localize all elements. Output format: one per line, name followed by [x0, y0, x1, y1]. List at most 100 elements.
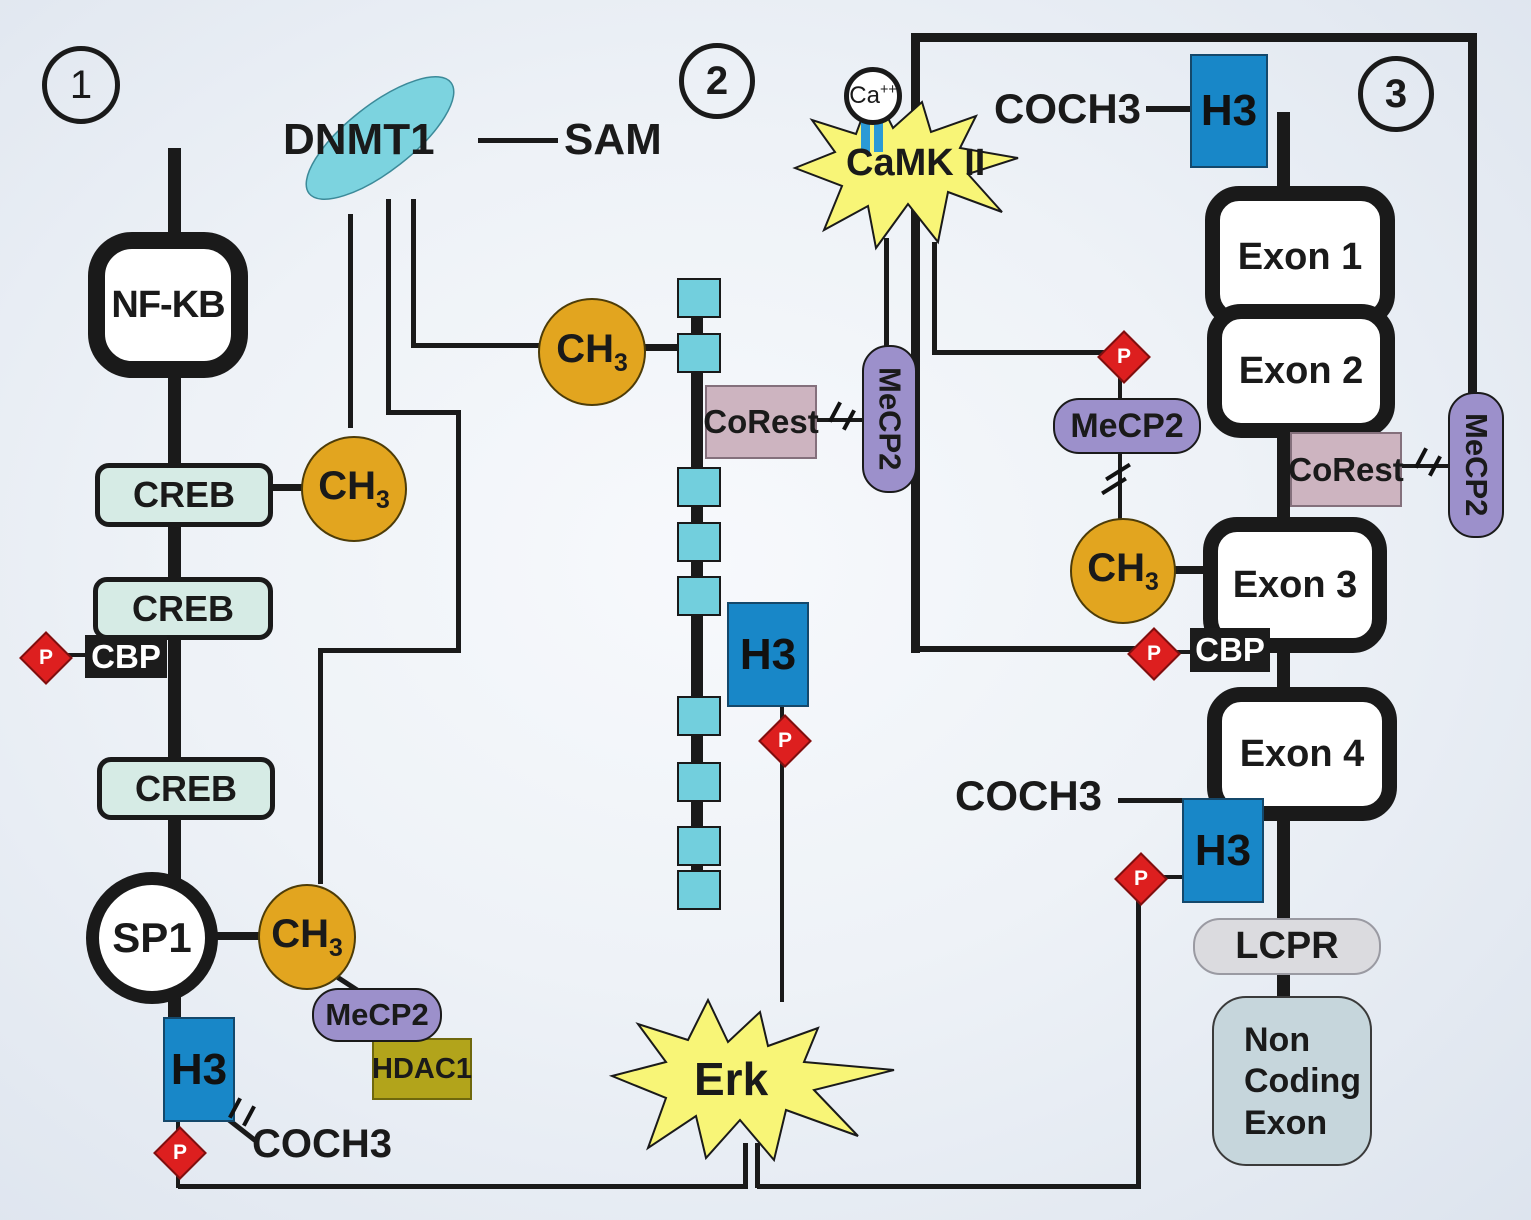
- connector-line: [263, 484, 305, 491]
- ch3-label: CH3: [1087, 545, 1159, 596]
- creb-label: CREB: [134, 767, 237, 809]
- connector-line: [780, 703, 784, 723]
- mecp2-label: MeCP2: [1070, 406, 1184, 445]
- mecp2-box-right: MeCP2: [1448, 392, 1504, 538]
- non-coding-label: Non Coding Exon: [1244, 1021, 1362, 1142]
- creb-box-3: CREB: [97, 757, 275, 820]
- dnmt1-line-a: [348, 214, 353, 428]
- connector-line: [56, 653, 86, 657]
- h3-label: H3: [739, 629, 797, 679]
- connector-line: [478, 138, 558, 143]
- dna-square: [677, 762, 721, 802]
- exon2-box: Exon 2: [1207, 304, 1395, 438]
- phospho-icon: P: [153, 1126, 207, 1180]
- sam-label: SAM: [564, 115, 662, 164]
- connector-line: [1136, 894, 1141, 1188]
- coch3-label-1: COCH3: [252, 1122, 393, 1166]
- dnmt1-line-b: [386, 410, 461, 415]
- top-route-line: [1468, 33, 1477, 393]
- camk-trunk-line: [911, 33, 920, 653]
- h3-label: H3: [1194, 825, 1252, 875]
- ch3-circle-sp1: CH3: [258, 884, 356, 990]
- cbp-label: CBP: [91, 637, 161, 675]
- connector-line: [755, 1143, 760, 1188]
- dnmt1-line-b: [386, 199, 391, 415]
- exon1-label: Exon 1: [1237, 235, 1363, 278]
- dnmt1-label: DNMT1: [283, 115, 435, 164]
- creb-label: CREB: [132, 474, 235, 515]
- h3-box-chain: H3: [727, 602, 809, 707]
- phospho-label: P: [777, 728, 793, 752]
- coch3-label-3: COCH3: [955, 772, 1103, 819]
- dnmt1-line-c: [411, 343, 541, 348]
- non-coding-exon-box: Non Coding Exon: [1212, 996, 1372, 1166]
- dna-square: [677, 333, 721, 373]
- dnmt1-ellipse: [305, 76, 455, 200]
- nfkb-label: NF-KB: [111, 283, 225, 326]
- corest-label: CoRest: [1288, 450, 1404, 488]
- connector-line: [1398, 464, 1448, 468]
- h3-label: H3: [1200, 86, 1258, 135]
- corest-label: CoRest: [703, 403, 819, 440]
- connector-line: [1156, 875, 1184, 879]
- ch3-label: CH3: [556, 326, 628, 377]
- phospho-icon: P: [1097, 330, 1151, 384]
- section-1-marker: 1: [42, 46, 120, 124]
- phospho-icon: P: [758, 714, 812, 768]
- phospho-icon: P: [19, 631, 73, 685]
- lcpr-label: LCPR: [1235, 925, 1339, 967]
- camk2-label: CaMK II: [846, 142, 986, 184]
- section-1-number: 1: [69, 62, 93, 107]
- mecp2-label: MeCP2: [872, 367, 908, 471]
- erk-label: Erk: [694, 1053, 769, 1105]
- corest-box-3: CoRest: [1288, 432, 1404, 507]
- dna-square: [677, 278, 721, 318]
- connector-line: [932, 350, 1108, 355]
- corest-box-2: CoRest: [703, 385, 819, 459]
- exon4-label: Exon 4: [1239, 732, 1365, 775]
- connector-line: [813, 418, 862, 422]
- dna-square: [677, 870, 721, 910]
- sp1-circle: SP1: [86, 872, 218, 1004]
- mecp2-box-1: MeCP2: [312, 988, 442, 1042]
- connector-line: [215, 932, 259, 940]
- dnmt1-line-c: [411, 199, 416, 348]
- connector-line: [916, 646, 1138, 652]
- hdac1-label: HDAC1: [372, 1052, 472, 1085]
- connector-line: [1118, 372, 1122, 400]
- h3-box-sp1: H3: [163, 1017, 235, 1122]
- dna-square: [677, 696, 721, 736]
- ch3-label: CH3: [271, 911, 343, 962]
- phospho-label: P: [1133, 866, 1149, 890]
- ca-channel-bar: [861, 118, 870, 152]
- mecp2-box-2: MeCP2: [862, 345, 917, 493]
- dna-square: [677, 576, 721, 616]
- coch3-label-top: COCH3: [994, 85, 1142, 132]
- block-mark: [1101, 476, 1127, 496]
- connector-line: [780, 758, 784, 1002]
- erk-starburst: [608, 997, 895, 1163]
- sp1-label: SP1: [112, 914, 192, 961]
- ch3-circle-chain: CH3: [538, 298, 646, 406]
- exon2-label: Exon 2: [1238, 349, 1364, 392]
- dnmt1-line-b: [318, 648, 323, 884]
- lcpr-box: LCPR: [1193, 918, 1381, 975]
- cbp-box-1: CBP: [85, 635, 167, 678]
- connector-line: [1168, 650, 1192, 654]
- section-2-number: 2: [705, 58, 729, 103]
- cbp-box-3: CBP: [1190, 628, 1270, 672]
- mecp2-box-3: MeCP2: [1053, 398, 1201, 454]
- ca-channel-bar: [874, 118, 883, 152]
- phospho-label: P: [172, 1140, 188, 1164]
- feedback-line-bottom-left: [178, 1184, 748, 1189]
- top-route-line: [911, 33, 1477, 42]
- h3-label: H3: [170, 1044, 228, 1094]
- connector-line: [1118, 798, 1184, 803]
- ch3-label: CH3: [318, 463, 390, 514]
- connector-line: [1170, 566, 1206, 574]
- hdac1-box: HDAC1: [372, 1038, 472, 1100]
- ca-label: Ca++: [849, 82, 897, 109]
- section-3-marker: 3: [1358, 56, 1434, 132]
- connector-line: [1118, 450, 1122, 520]
